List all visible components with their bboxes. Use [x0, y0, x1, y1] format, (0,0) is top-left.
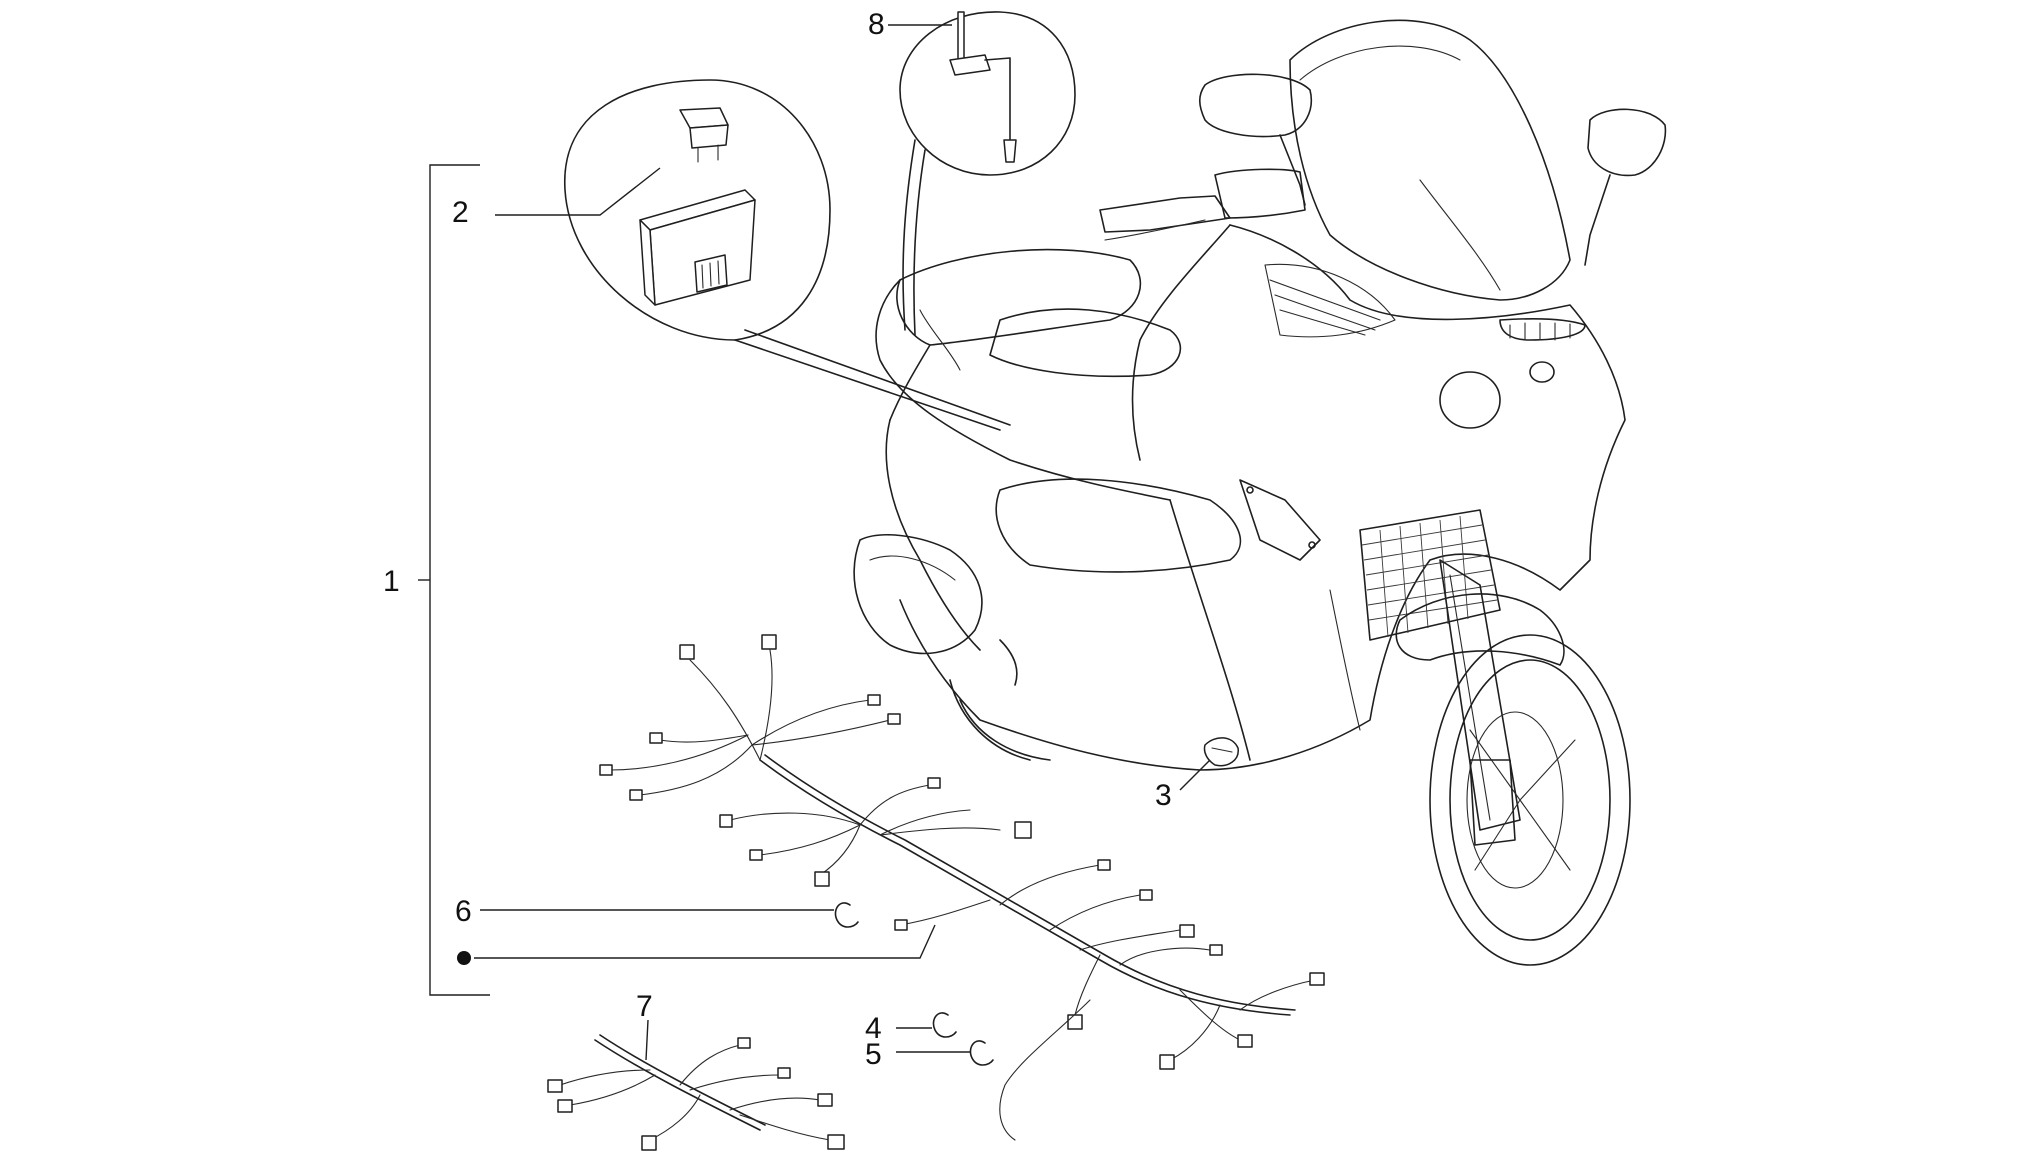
- scooter-illustration: [853, 19, 1667, 966]
- detail-callout-part-2: [564, 79, 1011, 431]
- callout-6: 6: [455, 895, 472, 928]
- callout-7: 7: [636, 990, 653, 1023]
- main-wiring-harness: [599, 634, 1325, 1141]
- leader-harness-marker: [474, 924, 936, 959]
- callout-4: 4: [865, 1012, 882, 1045]
- part-7-secondary-harness: [547, 1034, 845, 1151]
- callout-1: 1: [383, 565, 400, 598]
- part-3-connector: [1203, 737, 1239, 767]
- detail-callout-part-8: [899, 11, 1076, 336]
- callout-3: 3: [1155, 779, 1172, 812]
- callout-5: 5: [865, 1038, 882, 1071]
- leader-part-3: [1179, 759, 1211, 791]
- callout-numbers: 1 2 3 4 5 6 7 8: [383, 8, 1172, 1071]
- clip-part-6: [834, 902, 859, 928]
- callout-8: 8: [868, 8, 885, 41]
- leader-lines: [457, 24, 1211, 1061]
- clip-part-4: [932, 1012, 957, 1038]
- leader-part-7: [645, 1019, 649, 1061]
- leader-part-2: [495, 167, 661, 216]
- clip-part-5: [969, 1040, 994, 1066]
- radiator-grille: [1361, 515, 1498, 638]
- group-bracket-part-1: [418, 164, 490, 996]
- callout-2: 2: [452, 196, 469, 229]
- harness-marker-dot: [457, 951, 471, 965]
